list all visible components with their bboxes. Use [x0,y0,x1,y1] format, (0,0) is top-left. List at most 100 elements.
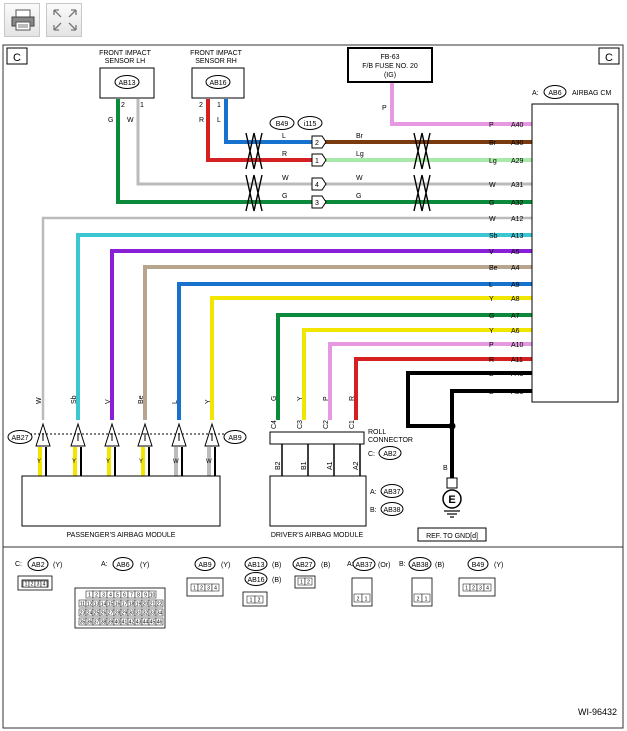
legend-pin-cell [254,595,264,604]
sensor-rh-pin1: 1 [217,102,221,109]
wire-label-l: L [282,133,286,140]
legend-pin-number: 3 [479,586,482,592]
wire-label-g2: G [356,193,361,200]
legend-pin-number: 2 [31,582,34,588]
pass-conn-ab27: AB27 [11,435,28,442]
legend-pin-number: 12 [87,602,93,608]
legend-pin-cell [421,593,431,603]
cm-wire-color-a5: V [489,249,494,256]
roll-line2: CONNECTOR [368,437,413,444]
drv-prefix-a: A: [370,489,377,496]
pass-wire-label: Be [138,395,145,404]
ground-ref: REF. TO GND[d] [426,533,478,540]
drv-wire-label: Y [297,396,304,401]
legend-pin-number: 31 [136,611,142,617]
sensor-rh-l: L [217,117,221,124]
legend-pin-number: 43 [136,620,142,626]
legend-pin-number: 40 [115,620,121,626]
cm-wire-color-a7: G [489,313,494,320]
legend-pin-number: 45 [150,620,156,626]
fuse-line1: FB-63 [380,54,399,61]
drv-prefix-b: B: [370,507,377,514]
legend-pin-number: 2 [417,597,420,603]
legend-pin-number: 18 [129,602,135,608]
cm-pin-a30: A30 [511,140,524,147]
legend-pin-number: 25 [94,611,100,617]
legend-ab13-color: (B) [272,562,281,569]
cm-wire-color-a13: Sb [489,233,498,240]
print-button[interactable] [4,3,40,37]
drv-wire-label: P [323,396,330,401]
roll-line1: ROLL [368,429,386,436]
pass-bottom-label: Y [106,459,110,465]
pass-bottom-label: W [206,459,212,465]
cm-pin-a11: A11 [511,357,523,364]
cm-wire-color-a43: B [489,371,494,378]
legend-pin-cell [211,583,220,592]
legend-pin-number: 20 [143,602,149,608]
legend-pin-number: 1 [193,586,196,592]
cm-wire-color-a9: L [489,282,493,289]
legend-ab38: AB38 [411,562,428,569]
pass-bottom-label: Y [139,459,143,465]
drv-bottom-pin: A2 [353,461,360,470]
legend-pin-number: 28 [115,611,121,617]
cm-name: AIRBAG CM [572,90,611,97]
drv-pin-label: C3 [297,420,304,429]
pass-wire-label: L [172,400,179,404]
legend-pin-number: 30 [129,611,135,617]
legend-ab37-color: (Or) [378,562,390,569]
legend-a37-prefix: A: [347,561,354,568]
legend-pin-number: 4 [486,586,489,592]
roll-prefix: C: [368,451,375,458]
drv-conn-ab37: AB37 [383,489,400,496]
legend-pin-number: 24 [87,611,93,617]
legend-ab9: AB9 [198,562,211,569]
cm-pin-a10: A10 [511,342,524,349]
cm-wire-color-a29: Lg [489,158,497,165]
cm-wire-color-a31: W [489,182,496,189]
legend-pin-number: 21 [150,602,156,608]
legend-pin-number: 13 [94,602,100,608]
legend-c-ab2-color: (Y) [53,562,62,569]
legend-pin-number: 1 [365,597,368,603]
legend-pin-number: 4 [214,586,217,592]
sensor-rh-title1: FRONT IMPACT [190,50,243,57]
sensor-lh-pin2: 2 [121,102,125,109]
legend-pin-number: 34 [157,611,163,617]
ground-wire-b: B [443,465,448,472]
cm-pin-a33: A33 [511,389,524,396]
legend-c-ab2: AB2 [31,562,44,569]
pass-wire-label: Y [205,399,212,404]
corner-left-label: C [13,52,21,64]
legend-b38-prefix: B: [399,561,406,568]
legend-pin-number: 2 [307,580,310,586]
sensor-rh-r: R [199,117,204,124]
legend-pin-number: 1 [465,586,468,592]
fuse-wire-p: P [382,105,387,112]
joint-b49-label: B49 [276,121,289,128]
pass-module-name: PASSENGER'S AIRBAG MODULE [67,532,176,539]
expand-button[interactable] [46,3,82,37]
joint-pin-3: 3 [315,200,319,207]
legend-pin-number: 32 [143,611,149,617]
legend-pin-number: 16 [115,602,121,608]
legend-b49: B49 [472,562,485,569]
cm-pin-a7: A7 [511,313,520,320]
fuse-line2: F/B FUSE NO. 20 [362,63,418,70]
legend-pin-number: 38 [101,620,107,626]
wire-label-g: G [282,193,287,200]
toolbar [0,0,627,42]
wire-label-r: R [282,151,287,158]
cm-wire-color-a10: P [489,342,494,349]
legend-ab9-color: (Y) [221,562,230,569]
pass-wire-label: Sb [71,395,78,404]
cm-pin-a8: A8 [511,296,520,303]
cm-pin-a32: A32 [511,200,524,207]
legend-ab27-color: (B) [321,562,330,569]
legend-pin-number: 1 [25,582,28,588]
ground-symbol: E [448,494,455,506]
cm-pin-a5: A5 [511,249,520,256]
legend-pin-cell [155,599,164,608]
legend-pin-number: 4 [109,593,112,599]
